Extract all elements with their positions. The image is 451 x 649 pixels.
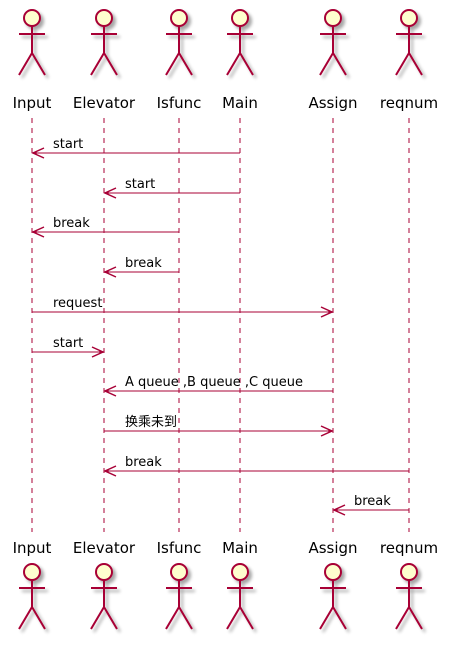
actor-figure-input-bottom [18, 563, 46, 630]
actor-figure-input-top [18, 9, 46, 76]
message-10: break [332, 494, 409, 516]
actor-label-main-bottom: Main [222, 539, 258, 557]
message-9: break [103, 455, 409, 477]
message-7: A queue ,B queue ,C queue [103, 375, 333, 397]
message-label-5: request [53, 296, 102, 311]
actor-figure-elevator-bottom [90, 563, 118, 630]
actor-label-assign-bottom: Assign [308, 539, 357, 557]
actor-figure-isfunc-bottom [165, 563, 193, 630]
actor-label-input-top: Input [13, 94, 52, 112]
actor-label-elevator-top: Elevator [73, 94, 136, 112]
message-3: break [31, 216, 179, 238]
message-label-4: break [125, 256, 162, 271]
actor-figure-reqnum-top [395, 9, 423, 76]
message-6: start [32, 336, 105, 358]
message-8: 换乘未到 [104, 415, 334, 437]
message-label-6: start [53, 336, 83, 351]
actor-label-input-bottom: Input [13, 539, 52, 557]
actor-figure-main-top [226, 9, 254, 76]
message-label-9: break [125, 455, 162, 470]
message-label-8: 换乘未到 [125, 415, 177, 430]
actor-figure-assign-bottom [319, 563, 347, 630]
actor-label-isfunc-bottom: Isfunc [157, 539, 202, 557]
message-1: start [31, 137, 240, 159]
message-label-2: start [125, 177, 155, 192]
message-4: break [103, 256, 179, 278]
message-2: start [103, 177, 240, 199]
message-label-7: A queue ,B queue ,C queue [125, 375, 303, 390]
actor-label-reqnum-top: reqnum [380, 94, 438, 112]
actor-figure-assign-top [319, 9, 347, 76]
message-5: request [32, 296, 334, 318]
actor-figure-isfunc-top [165, 9, 193, 76]
message-label-3: break [53, 216, 90, 231]
actor-label-isfunc-top: Isfunc [157, 94, 202, 112]
actor-figure-elevator-top [90, 9, 118, 76]
actor-figure-main-bottom [226, 563, 254, 630]
actor-label-main-top: Main [222, 94, 258, 112]
actor-label-reqnum-bottom: reqnum [380, 539, 438, 557]
message-label-10: break [354, 494, 391, 509]
message-label-1: start [53, 137, 83, 152]
actor-label-assign-top: Assign [308, 94, 357, 112]
actor-label-elevator-bottom: Elevator [73, 539, 136, 557]
actor-figure-reqnum-bottom [395, 563, 423, 630]
